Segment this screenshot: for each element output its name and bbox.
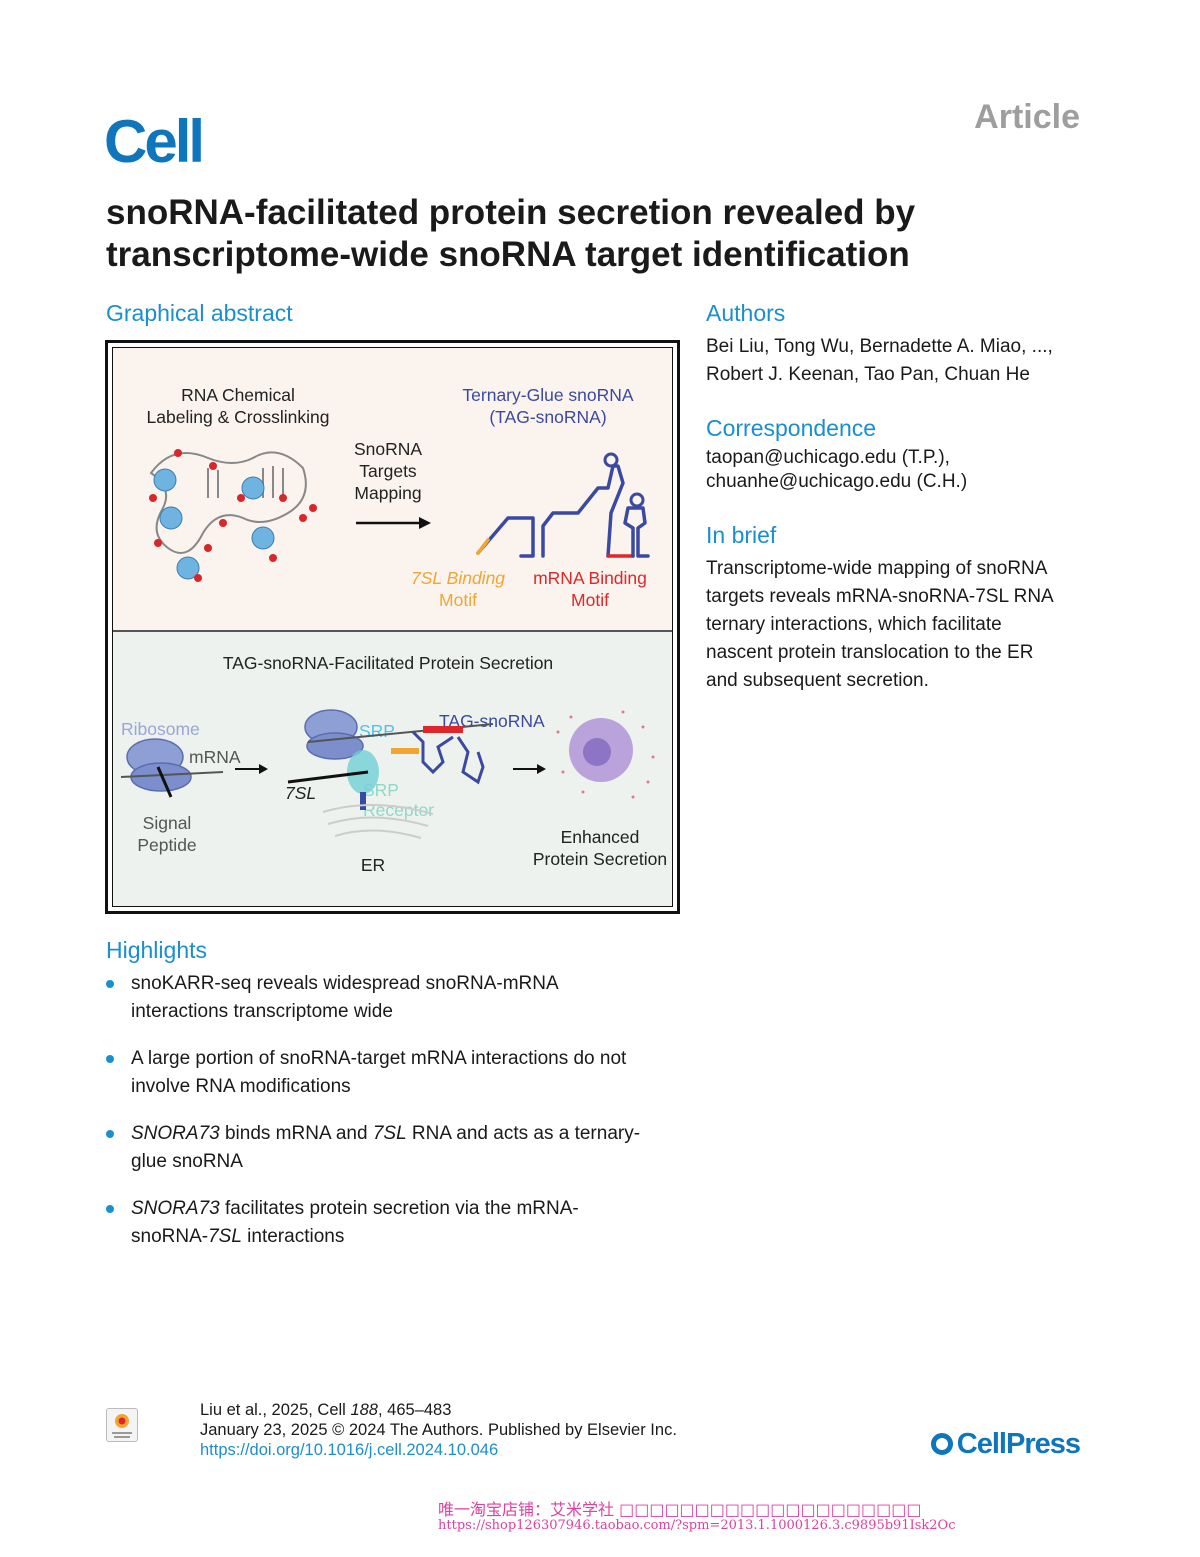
highlights-list: snoKARR-seq reveals widespread snoRNA-mR… [106, 970, 686, 1270]
doi-link[interactable]: https://doi.org/10.1016/j.cell.2024.10.0… [200, 1441, 499, 1459]
check-for-updates-icon[interactable] [106, 1408, 138, 1442]
paper-title: snoRNA-facilitated protein secretion rev… [106, 193, 916, 274]
label-targets-mapping: SnoRNA Targets Mapping [353, 439, 423, 503]
bullet-icon [106, 980, 114, 988]
authors-list: Bei Liu, Tong Wu, Bernadette A. Miao, ..… [706, 336, 1053, 385]
watermark-url: https://shop126307946.taobao.com/?spm=20… [438, 1518, 956, 1533]
highlights-heading: Highlights [106, 937, 207, 963]
article-type-label: Article [974, 98, 1080, 136]
label-chemical-labeling: RNA Chemical Labeling & Crosslinking [146, 385, 330, 427]
label-7sl: 7SL [285, 783, 317, 803]
highlight-item: snoKARR-seq reveals widespread snoRNA-mR… [106, 970, 686, 1026]
label-7sl-motif: 7SL Binding Motif [410, 568, 506, 610]
graphical-abstract-heading: Graphical abstract [106, 300, 293, 326]
citation-block: Liu et al., 2025, Cell 188, 465–483 Janu… [200, 1401, 677, 1459]
label-signal-peptide: Signal Peptide [137, 813, 197, 855]
label-secretion-title: TAG-snoRNA-Facilitated Protein Secretion [222, 653, 554, 673]
label-mrna-motif: mRNA Binding Motif [533, 568, 647, 610]
graphical-abstract-figure: RNA Chemical Labeling & Crosslinking Sno… [105, 340, 680, 914]
label-tag-snorna: Ternary-Glue snoRNA (TAG-snoRNA) [462, 385, 634, 427]
label-er: ER [360, 855, 386, 875]
in-brief-text: Transcriptome-wide mapping of snoRNA tar… [706, 558, 1054, 691]
watermark-shop: 唯一淘宝店铺：艾米学社 □□□□□□□□□□□□□□□□□□□□ [438, 1500, 922, 1519]
highlight-item: SNORA73 facilitates protein secretion vi… [106, 1195, 686, 1251]
authors-heading: Authors [706, 300, 786, 326]
abstract-top-panel: RNA Chemical Labeling & Crosslinking Sno… [113, 348, 672, 632]
journal-logo: Cell [104, 108, 205, 175]
correspondence-emails[interactable]: taopan@uchicago.edu (T.P.), chuanhe@uchi… [706, 447, 968, 492]
label-mrna: mRNA [189, 747, 241, 767]
cellpress-logo: CellPress [930, 1428, 1081, 1461]
highlight-item: SNORA73 binds mRNA and 7SL RNA and acts … [106, 1120, 686, 1176]
bullet-icon [106, 1130, 114, 1138]
bullet-icon [106, 1055, 114, 1063]
in-brief-heading: In brief [706, 522, 777, 548]
label-enhanced-secretion: Enhanced Protein Secretion [532, 827, 668, 869]
secretion-illustration [120, 709, 655, 839]
abstract-bottom-panel: TAG-snoRNA-Facilitated Protein Secretion… [113, 632, 672, 906]
highlight-item: A large portion of snoRNA-target mRNA in… [106, 1045, 686, 1101]
label-ribosome: Ribosome [121, 719, 200, 739]
cellpress-mark-icon [930, 1433, 953, 1455]
crosslinked-rna-illustration [149, 449, 650, 582]
check-updates-badge-icon [112, 1414, 132, 1438]
bullet-icon [106, 1205, 114, 1213]
correspondence-heading: Correspondence [706, 415, 877, 441]
